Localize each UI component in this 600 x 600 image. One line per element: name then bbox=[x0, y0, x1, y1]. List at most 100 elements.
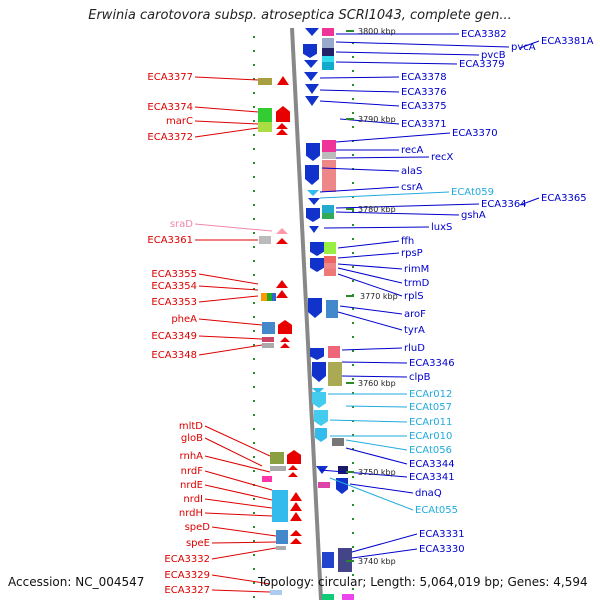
gene-label-rimm: rimM bbox=[404, 264, 429, 275]
forward-arrow bbox=[277, 76, 289, 85]
leader-line bbox=[198, 273, 259, 285]
gene-label-mltd: mltD bbox=[179, 421, 203, 432]
gene-label-eca3371: ECA3371 bbox=[401, 119, 447, 130]
leader-line bbox=[194, 106, 259, 113]
tick-mark bbox=[253, 148, 255, 150]
tick-mark bbox=[352, 308, 354, 310]
gene-label-tyra: tyrA bbox=[404, 325, 425, 336]
tick-mark bbox=[352, 378, 354, 380]
tick-mark bbox=[352, 224, 354, 226]
tick-mark bbox=[253, 526, 255, 528]
reverse-gene bbox=[303, 44, 317, 58]
leader-line bbox=[204, 455, 271, 473]
gene-label-eca3341: ECA3341 bbox=[409, 472, 455, 483]
gene-block bbox=[270, 590, 282, 595]
gene-label-nrde: nrdE bbox=[180, 480, 203, 491]
gene-label-eca3353: ECA3353 bbox=[151, 297, 197, 308]
gene-label-eca3376: ECA3376 bbox=[401, 87, 447, 98]
tick-mark bbox=[352, 154, 354, 156]
gene-label-sped: speD bbox=[185, 522, 211, 533]
gene-label-alas: alaS bbox=[401, 166, 422, 177]
tick-mark bbox=[352, 182, 354, 184]
tick-mark bbox=[253, 582, 255, 584]
gene-label-eca3375: ECA3375 bbox=[401, 101, 447, 112]
leader-line bbox=[351, 548, 418, 559]
tick-mark bbox=[352, 588, 354, 590]
gene-label-eca3346: ECA3346 bbox=[409, 358, 455, 369]
gene-block bbox=[270, 466, 286, 471]
leader-line bbox=[319, 469, 408, 478]
tick-mark bbox=[253, 288, 255, 290]
genome-backbone bbox=[290, 27, 323, 600]
gene-label-marc: marC bbox=[166, 116, 193, 127]
reverse-gene bbox=[312, 392, 326, 408]
gene-label-rnha: rnhA bbox=[180, 451, 204, 462]
gene-label-eca3348: ECA3348 bbox=[151, 350, 197, 361]
gene-label-nrdf: nrdF bbox=[181, 466, 204, 477]
gene-label-gsha: gshA bbox=[461, 210, 486, 221]
gene-block bbox=[272, 490, 288, 522]
leader-line bbox=[335, 211, 460, 216]
gene-label-arof: aroF bbox=[404, 309, 426, 320]
leader-line bbox=[204, 425, 271, 457]
scale-tick bbox=[346, 471, 354, 473]
reverse-gene bbox=[310, 348, 324, 360]
leader-line bbox=[198, 285, 259, 291]
tick-mark bbox=[253, 162, 255, 164]
tick-mark bbox=[352, 98, 354, 100]
scale-tick bbox=[346, 30, 354, 32]
tick-mark bbox=[253, 372, 255, 374]
tick-mark bbox=[253, 190, 255, 192]
reverse-arrow bbox=[305, 28, 319, 36]
reverse-arrow bbox=[312, 388, 324, 394]
gene-label-eca3364: ECA3364 bbox=[481, 199, 527, 210]
gene-label-ecar010: ECAr010 bbox=[409, 431, 452, 442]
gene-label-eca3329: ECA3329 bbox=[164, 570, 210, 581]
leader-line bbox=[211, 589, 271, 593]
tick-mark bbox=[352, 336, 354, 338]
tick-mark bbox=[253, 512, 255, 514]
tick-mark bbox=[253, 106, 255, 108]
tick-mark bbox=[352, 462, 354, 464]
leader-line bbox=[211, 541, 277, 544]
tick-mark bbox=[352, 476, 354, 478]
tick-mark bbox=[253, 386, 255, 388]
forward-arrow bbox=[280, 337, 290, 342]
gene-label-ecat056: ECAt056 bbox=[409, 445, 452, 456]
gene-label-eca3349: ECA3349 bbox=[151, 331, 197, 342]
leader-line bbox=[319, 191, 450, 199]
gene-label-eca3354: ECA3354 bbox=[151, 281, 197, 292]
forward-arrow bbox=[290, 502, 302, 511]
tick-mark bbox=[352, 112, 354, 114]
scale-label: 3790 kbp bbox=[358, 115, 396, 124]
reverse-arrow bbox=[304, 60, 318, 68]
forward-arrow bbox=[280, 343, 290, 348]
leader-line bbox=[204, 512, 273, 517]
gene-label-rlud: rluD bbox=[404, 343, 425, 354]
gene-block bbox=[332, 438, 344, 446]
gene-block bbox=[262, 476, 272, 482]
leader-line bbox=[339, 305, 403, 315]
gene-label-dnaq: dnaQ bbox=[415, 488, 442, 499]
leader-line bbox=[335, 61, 458, 65]
gene-label-ecat055: ECAt055 bbox=[415, 505, 458, 516]
tick-mark bbox=[253, 568, 255, 570]
reverse-gene bbox=[310, 258, 324, 272]
tick-mark bbox=[253, 302, 255, 304]
leader-line bbox=[335, 203, 480, 209]
leader-line bbox=[337, 263, 403, 270]
leader-line bbox=[329, 419, 408, 423]
tick-mark bbox=[253, 134, 255, 136]
leader-line bbox=[351, 533, 418, 553]
forward-arrow bbox=[290, 492, 302, 501]
tick-mark bbox=[253, 274, 255, 276]
tick-mark bbox=[352, 42, 354, 44]
leader-line bbox=[198, 344, 263, 356]
leader-line bbox=[337, 311, 403, 331]
leader-line bbox=[341, 347, 403, 351]
gene-label-ecar012: ECAr012 bbox=[409, 389, 452, 400]
leader-line bbox=[349, 483, 414, 494]
gene-block bbox=[322, 213, 334, 219]
